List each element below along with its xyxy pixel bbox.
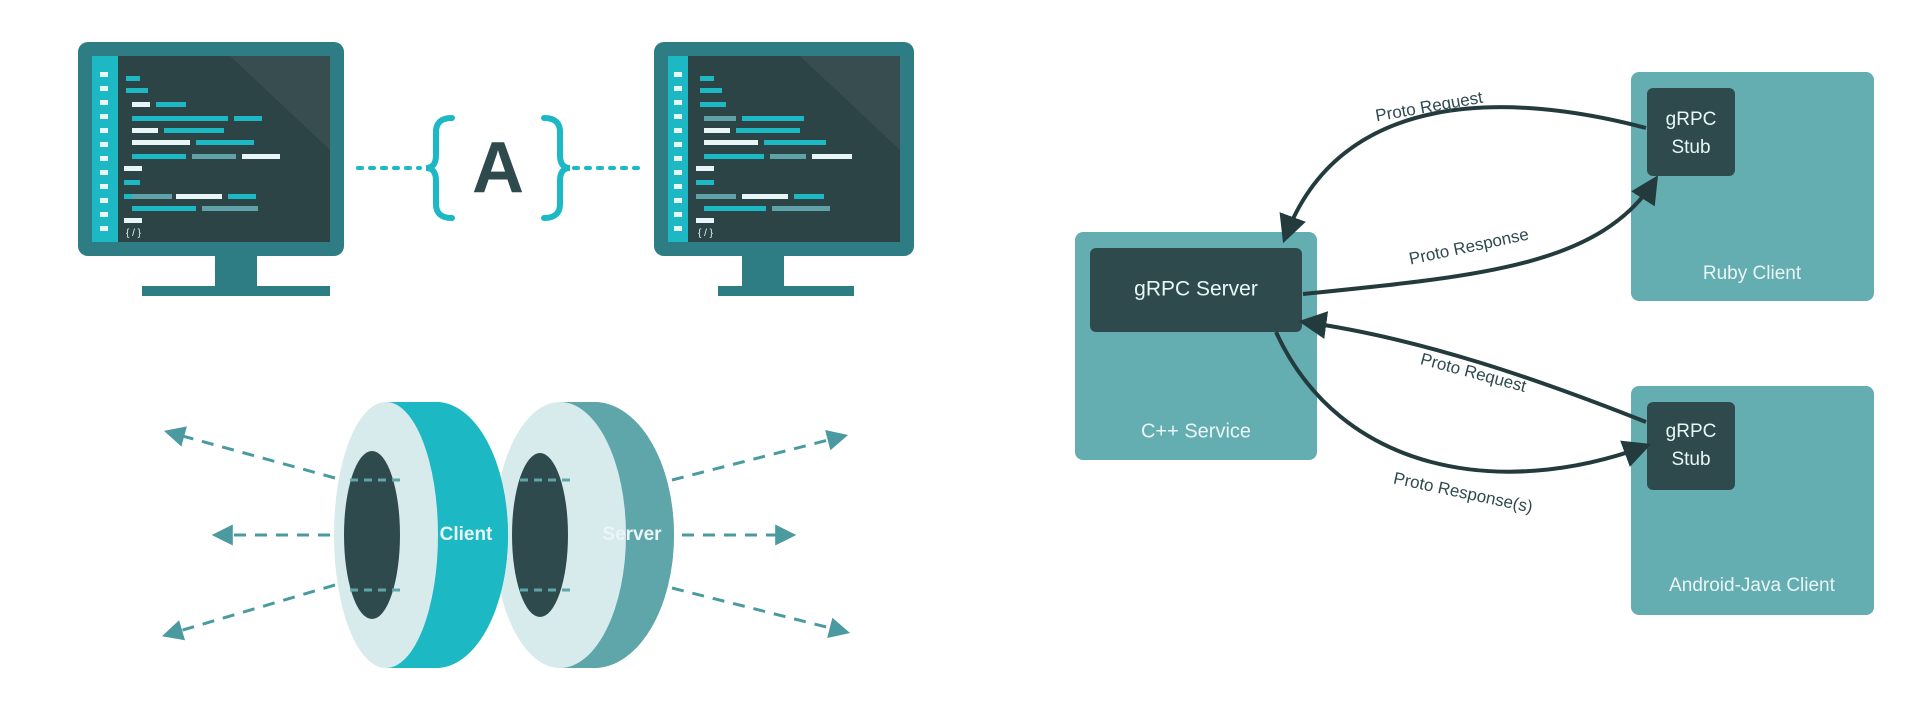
dashed-arrow-right-top xyxy=(671,429,849,482)
ruby-stub-line2: Stub xyxy=(1671,137,1710,158)
dashed-arrow-left-bottom xyxy=(161,583,336,641)
right-brace-icon xyxy=(541,115,571,221)
monitor-left-code-tail: { / } xyxy=(126,228,142,239)
api-link: A xyxy=(356,115,642,221)
dashed-arrow-left-top xyxy=(163,426,336,480)
android-stub-box xyxy=(1647,402,1735,490)
monitor-right-stand-neck xyxy=(742,250,784,288)
monitor-right: { / } xyxy=(654,42,914,296)
monitor-left-stand-base xyxy=(142,286,330,296)
arrow-ruby-request-label: Proto Request xyxy=(1374,88,1485,126)
client-label: Client xyxy=(440,524,493,545)
arrow-android-response xyxy=(1274,331,1652,474)
grpc-architecture: gRPC Server C++ Service gRPC Stub Ruby C… xyxy=(1075,72,1874,615)
arrow-android-request-label: Proto Request xyxy=(1418,349,1528,396)
monitor-right-stand-base xyxy=(718,286,854,296)
rings: Server Client xyxy=(161,402,851,668)
android-client-label: Android-Java Client xyxy=(1669,575,1836,596)
ruby-client-label: Ruby Client xyxy=(1703,263,1802,284)
arrow-ruby-response-label: Proto Response xyxy=(1407,225,1530,269)
arrow-android-response-label: Proto Response(s) xyxy=(1392,469,1535,517)
client-ring: Client xyxy=(334,402,508,668)
monitor-left-glare xyxy=(230,56,330,150)
arrow-android-request xyxy=(1298,311,1647,424)
android-stub-line2: Stub xyxy=(1671,449,1710,470)
monitor-right-code-tail: { / } xyxy=(698,228,714,239)
ruby-stub-line1: gRPC xyxy=(1666,109,1717,130)
server-label: Server xyxy=(602,524,662,545)
grpc-server-box xyxy=(1090,248,1302,332)
monitor-right-code: { / } xyxy=(674,72,852,239)
arrow-ruby-response xyxy=(1302,175,1659,296)
monitor-left-code: { / } xyxy=(100,72,280,239)
android-stub-line1: gRPC xyxy=(1666,421,1717,442)
service-box-label: C++ Service xyxy=(1141,420,1251,442)
arrow-ruby-request xyxy=(1279,105,1647,244)
api-symbol-letter: A xyxy=(472,128,524,208)
server-ring: Server xyxy=(494,402,674,668)
monitor-left: { / } xyxy=(78,42,344,296)
monitor-left-stand-neck xyxy=(215,250,257,288)
ruby-stub-box xyxy=(1647,88,1735,176)
grpc-server-label: gRPC Server xyxy=(1134,278,1258,301)
dashed-arrow-right-bottom xyxy=(671,586,851,639)
monitor-right-gutter xyxy=(668,56,688,242)
monitor-right-glare xyxy=(800,56,900,150)
left-brace-icon xyxy=(425,115,455,221)
